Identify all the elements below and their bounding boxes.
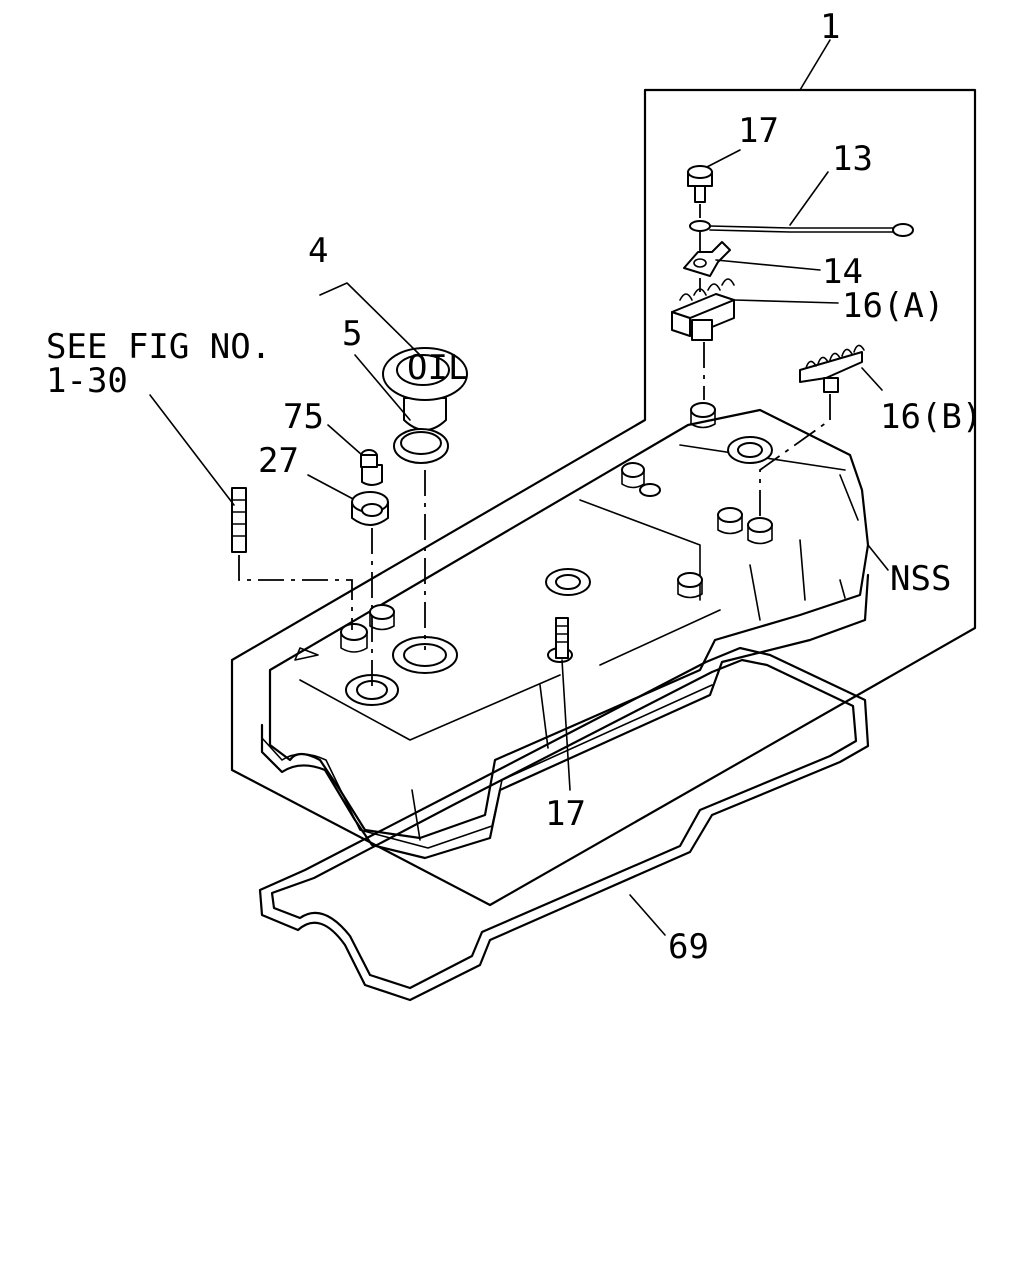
label-bolt-top: 17 [738,111,779,151]
clip-16b [799,344,865,393]
label-bracket: 14 [822,252,863,292]
leader-cap-seal [354,354,411,421]
head-cover [260,402,870,860]
label-nss: NSS [890,559,951,599]
dash-reference [238,555,353,630]
label-cap-seal: 5 [342,314,362,354]
leader-bolt-17-lower [561,659,571,791]
grommet-27 [351,491,389,526]
clip-16a [671,278,735,341]
assembly-outline [230,88,977,907]
leader-clip-a [733,299,839,304]
reference-stud [231,487,247,553]
dash-clip-b [759,394,831,522]
label-gasket: 69 [668,927,709,967]
leader-gasket [629,894,666,936]
bolt-17-top [687,165,713,203]
bolt-17-lower [555,617,569,659]
reference-line2: 1-30 [46,361,128,401]
label-cap: 4 [308,231,328,271]
leader-bolt-75 [327,424,363,456]
leader-clip-b [861,367,883,391]
label-bolt-lower: 17 [545,794,586,834]
bolt-75 [360,449,383,486]
cap-seal-5 [393,428,449,464]
leader-bracket [715,259,821,271]
label-assembly: 1 [820,7,840,47]
bracket-14 [683,241,731,277]
label-bolt-small: 75 [283,397,324,437]
reference-line1: SEE FIG NO. [46,327,271,367]
label-grommet: 27 [258,441,299,481]
label-cable: 13 [832,139,873,179]
leader-grommet-27 [307,474,356,501]
leader-cable [789,171,829,226]
cap-bracket [319,282,421,356]
leader-bolt-17-top [704,149,741,169]
cap-oil-text: OIL [407,348,468,388]
leader-reference [149,394,235,506]
label-clip-b: 16(B) [880,397,982,437]
cable-13 [689,220,914,237]
label-clip-a: 16(A) [842,286,944,326]
leader-nss [867,544,889,571]
leader-assembly [799,39,831,91]
oil-filler-cap: OIL [382,347,468,431]
